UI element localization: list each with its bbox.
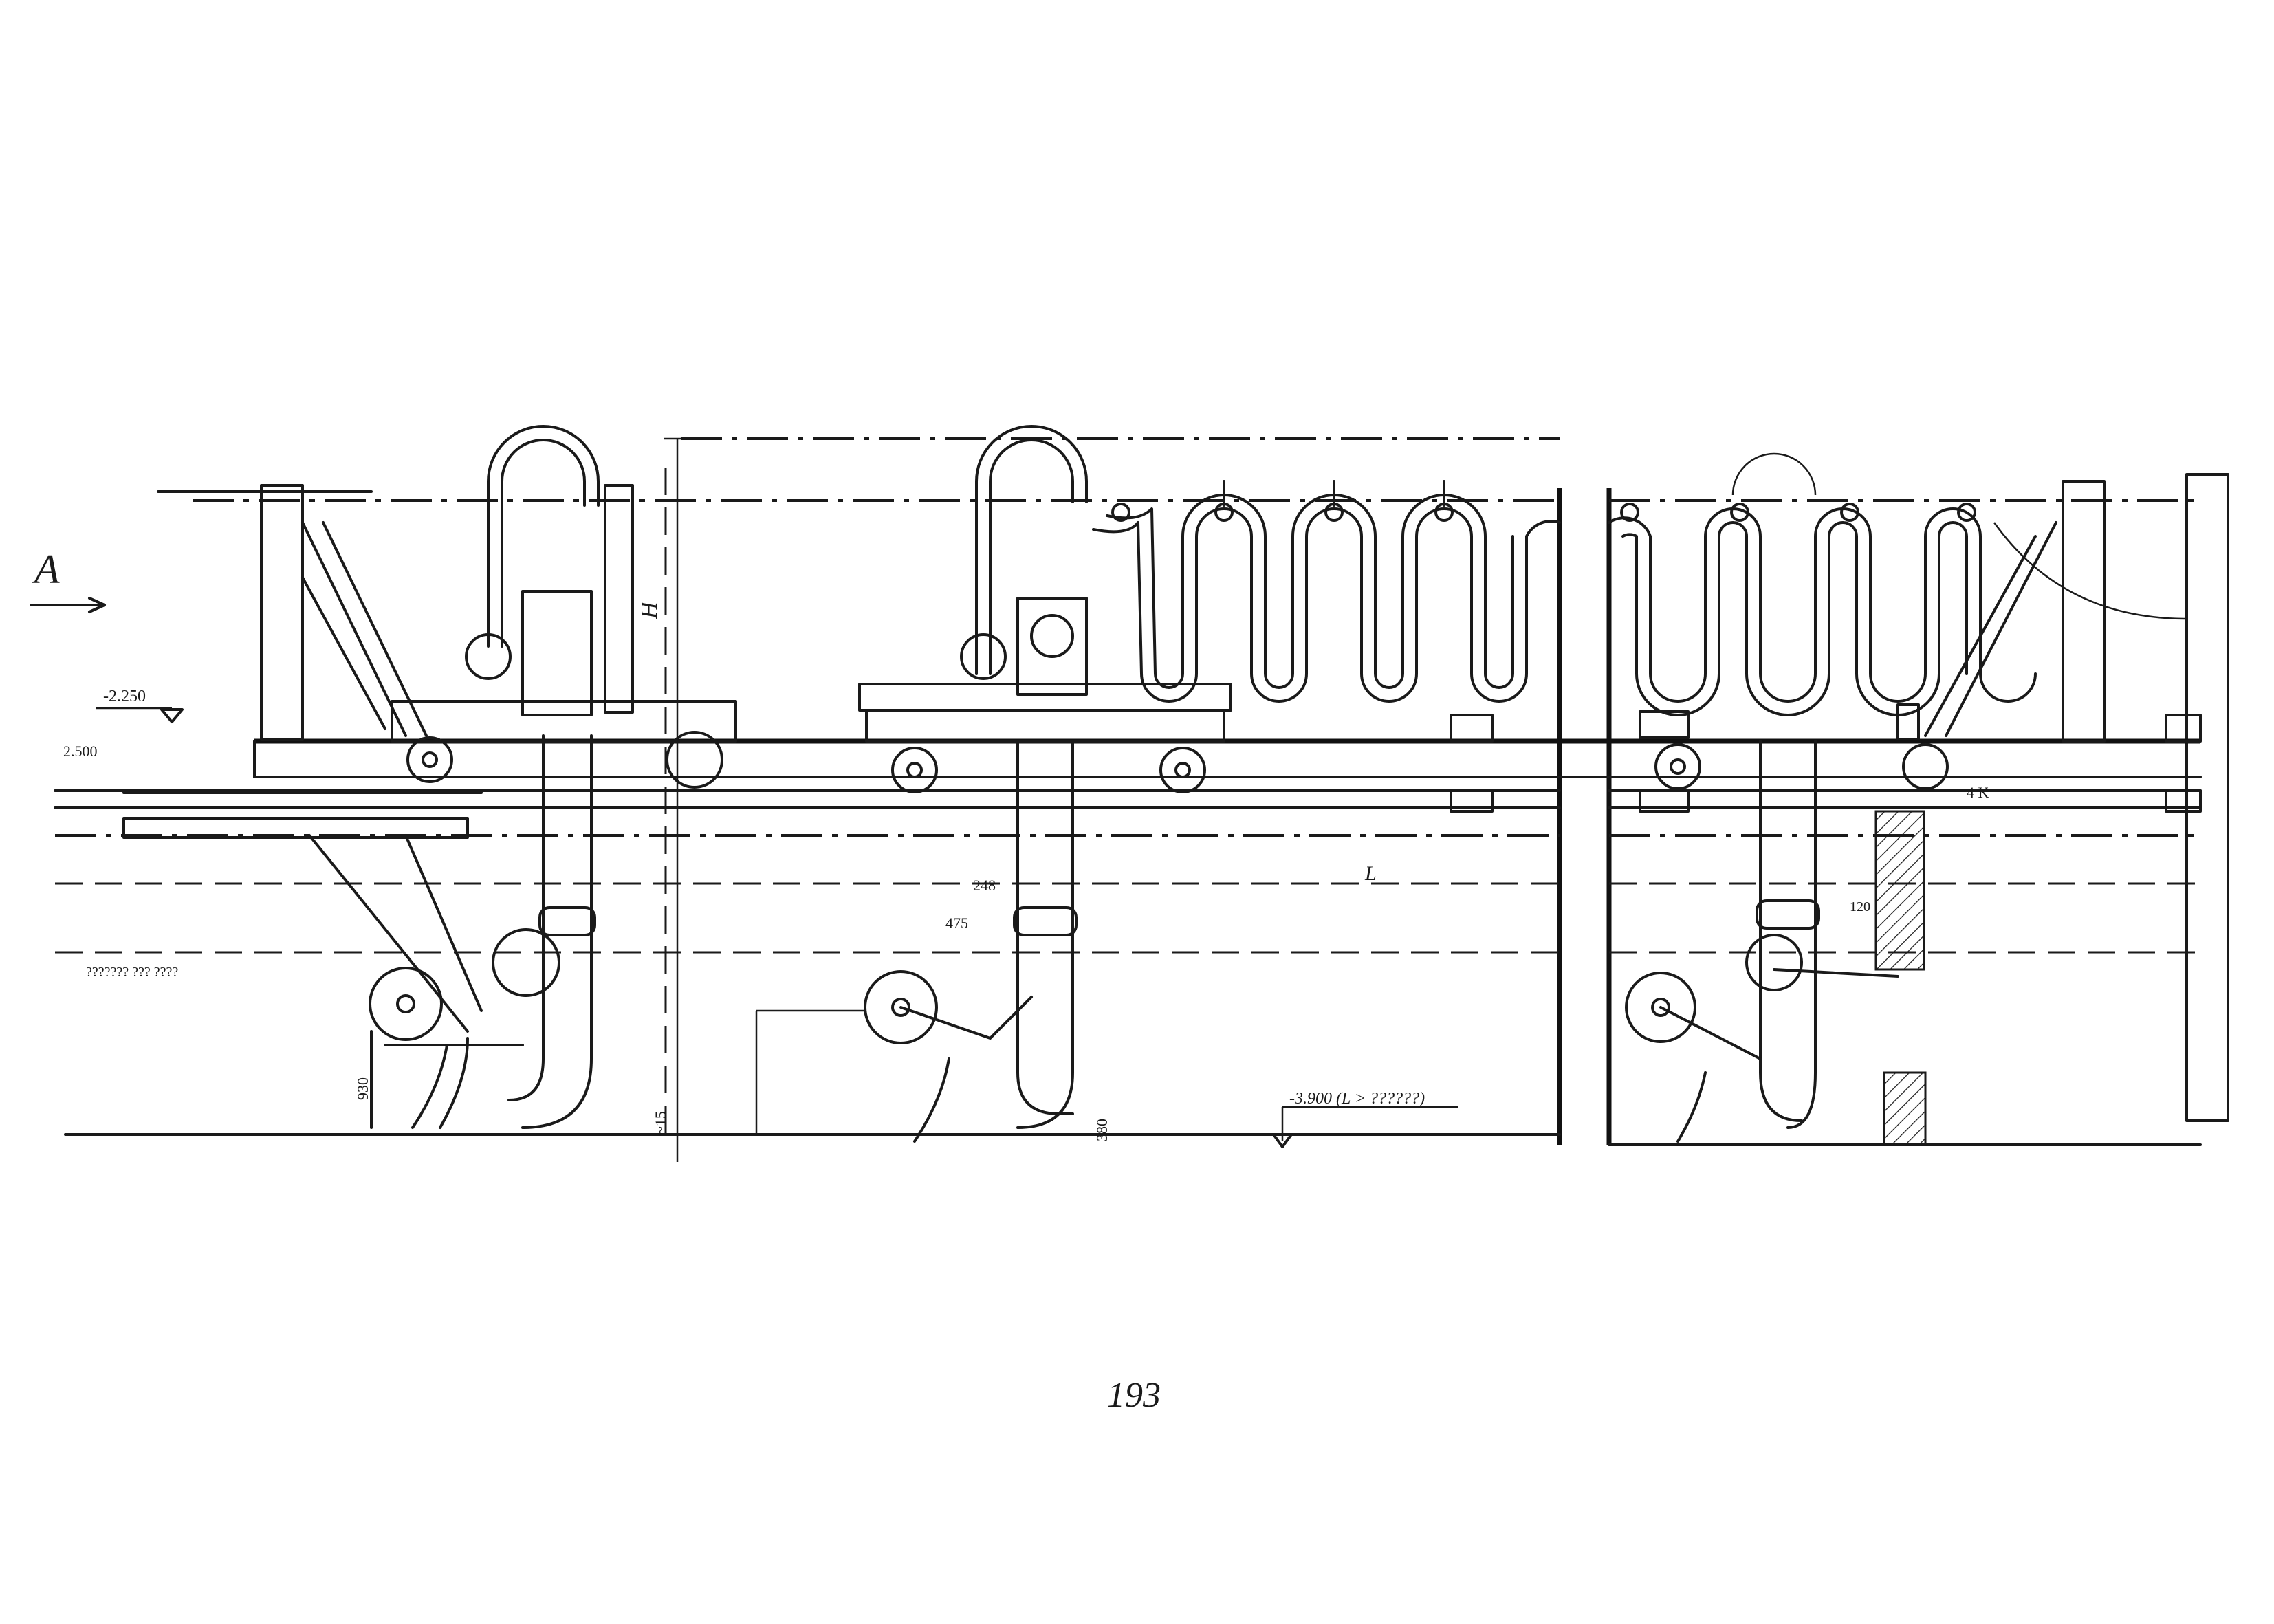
left-support-frame <box>157 484 737 743</box>
dimension-l: L <box>1364 862 1377 885</box>
middle-station: 475 248 380 <box>755 425 1232 1143</box>
dim-r2-label: 120 <box>1850 899 1870 914</box>
frame-left-panel <box>54 437 1562 1145</box>
frame-right-panel <box>1606 473 2229 1146</box>
coil-hangers-left <box>1111 480 1454 522</box>
view-arrow-a: A <box>30 547 106 613</box>
misc-annotations: ??????? ??? ???? 930 <box>86 965 371 1100</box>
dim-r1-label: 4 K <box>1967 784 1989 801</box>
level-bottom-label: -3.900 (L > ??????) <box>1289 1090 1425 1108</box>
left-roller-set <box>406 731 723 789</box>
dim-h-label: H <box>637 600 662 619</box>
dim-c5-label: 930 <box>354 1077 371 1100</box>
dimension-h: H ~15 <box>637 437 695 1162</box>
serpentine-coil-right <box>1608 452 2037 716</box>
rail-brackets-left <box>1450 714 1494 813</box>
right-lower-assembly: 4 K 120 <box>1625 703 1989 1146</box>
dim-l-label: L <box>1364 862 1377 885</box>
level-rail-label: 2.500 <box>63 743 98 760</box>
dim-c2-label: 380 <box>1093 1119 1111 1141</box>
small-label-left: ??????? ??? ???? <box>86 965 178 980</box>
dim-c1-label: ~15 <box>652 1111 669 1134</box>
dim-c4-label: 248 <box>973 877 996 894</box>
serpentine-coil-left <box>1092 480 1561 703</box>
left-outlet-arch <box>487 425 600 648</box>
left-lower-assembly <box>308 734 596 1129</box>
view-label: A <box>32 547 60 592</box>
right-support-frame <box>1924 480 2202 813</box>
level-markers: -2.250 2.500 -3.900 (L > ??????) <box>63 688 1458 1148</box>
level-upper-label: -2.250 <box>103 688 146 705</box>
dim-c3-label: 475 <box>945 914 968 932</box>
page-number: 193 <box>1107 1376 1161 1415</box>
